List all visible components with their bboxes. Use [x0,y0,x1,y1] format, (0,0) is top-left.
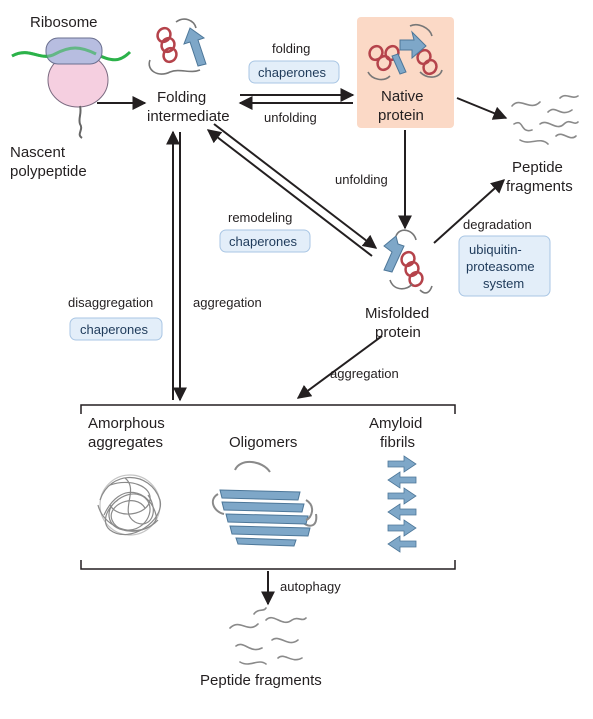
oligomer-icon [211,461,318,547]
native-protein-label-line1: Native [381,88,424,105]
nascent-label-line2: polypeptide [10,163,87,180]
folding-intermediate-label-line2: intermediate [147,108,230,125]
unfolding-horizontal-label: unfolding [264,110,317,125]
chaperones-disaggregation-box [69,317,163,341]
chaperones-disaggregation-label: chaperones [80,322,148,337]
peptide-fragments-top-label-line1: Peptide [512,159,563,176]
ups-box [458,235,551,297]
native-protein-icon [367,23,443,81]
ribosome-icon [11,37,132,139]
chaperones-remodeling-label: chaperones [229,234,297,249]
arrow-misfolded-to-aggregates [296,335,383,399]
amorphous-aggregate-icon [97,474,161,536]
native-protein-label-line2: protein [378,107,424,124]
ribosome-label: Ribosome [30,14,98,31]
disaggregation-label: disaggregation [68,295,153,310]
aggregation-right-label: aggregation [330,366,399,381]
peptide-fragments-bottom-icon [229,607,307,665]
ups-label-line2: proteasome [466,259,535,274]
autophagy-label: autophagy [280,579,341,594]
remodeling-label: remodeling [228,210,292,225]
misfolded-protein-label-line2: protein [375,324,421,341]
aggregation-left-label: aggregation [193,295,262,310]
amyloid-fibril-icon [387,455,417,553]
chaperones-remodeling-box [219,229,311,253]
folding-label: folding [272,41,310,56]
ups-label-line3: system [483,276,524,291]
unfolding-vertical-label: unfolding [335,172,388,187]
degradation-label: degradation [463,217,532,232]
arrow-intermediate-to-misfolded [213,123,378,249]
oligomers-label: Oligomers [229,434,297,451]
nascent-label-line1: Nascent [10,144,66,161]
aggregates-bracket-bottom [80,560,456,570]
chaperones-folding-label: chaperones [258,65,326,80]
peptide-fragments-icon [511,94,579,145]
arrow-native-to-fragments [456,97,508,120]
arrow-misfolded-to-fragments [433,179,506,244]
misfolded-protein-label-line1: Misfolded [365,305,429,322]
aggregates-bracket-top [80,404,456,414]
chaperones-folding-box [248,60,340,84]
ups-label-line1: ubiquitin- [469,242,522,257]
amyloid-label-line1: Amyloid [369,415,422,432]
peptide-fragments-top-label-line2: fragments [506,178,573,195]
arrow-misfolded-to-intermediate [206,129,373,257]
amorphous-label-line1: Amorphous [88,415,165,432]
amorphous-label-line2: aggregates [88,434,163,451]
misfolded-protein-icon [383,229,433,294]
folding-intermediate-label-line1: Folding [157,89,206,106]
amyloid-label-line2: fibrils [380,434,415,451]
folding-intermediate-icon [148,18,207,75]
peptide-fragments-bottom-label: Peptide fragments [200,672,322,689]
